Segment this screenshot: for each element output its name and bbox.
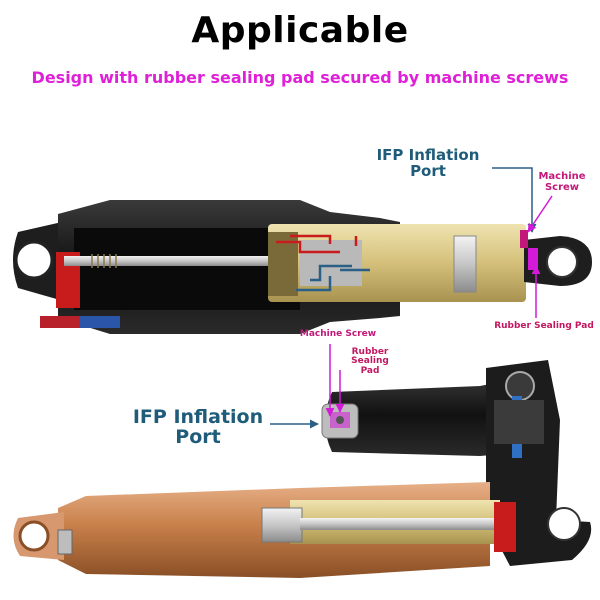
bottom-shock — [13, 360, 592, 578]
ifp-inflation-port-label-bottom: IFP Inflation Port — [128, 406, 268, 448]
top-rubber-pad — [528, 248, 538, 270]
top-shaft-spring — [91, 254, 117, 268]
top-air-chamber — [74, 228, 300, 310]
rubber-pad-bottom-line2: Pad — [360, 365, 380, 376]
bottom-machine-screw — [336, 416, 344, 424]
bottom-valve-block — [494, 400, 544, 444]
page-subtitle: Design with rubber sealing pad secured b… — [31, 68, 569, 87]
top-callouts — [492, 167, 553, 318]
page-title: Applicable — [191, 10, 409, 51]
ifp-bottom-line1: IFP Inflation — [132, 406, 264, 428]
top-left-base-red — [40, 316, 80, 328]
top-machine-screw — [520, 230, 528, 248]
bottom-red-seal — [494, 502, 516, 552]
machine-screw-label-top: Machine Screw — [530, 171, 594, 193]
rubber-sealing-pad-label-top: Rubber Sealing Pad — [494, 321, 594, 331]
top-left-base-blue — [80, 316, 120, 328]
top-left-eyelet — [13, 222, 62, 300]
rubber-sealing-pad-label-bottom: Rubber Sealing Pad — [332, 347, 408, 376]
bottom-callouts — [270, 344, 345, 429]
bottom-shaft — [300, 518, 500, 530]
top-flow-red — [276, 234, 358, 254]
top-right-eyelet — [524, 236, 592, 286]
machine-screw-top-line1: Machine — [538, 171, 586, 182]
top-flow-blue — [296, 264, 370, 292]
bottom-left-eyelet — [13, 512, 65, 560]
ifp-top-line1: IFP Inflation — [376, 146, 480, 164]
machine-screw-top-line2: Screw — [544, 181, 580, 193]
top-ifp-leader — [492, 167, 537, 233]
bottom-adjuster-knob — [505, 371, 535, 401]
machine-screw-label-bottom: Machine Screw — [299, 329, 377, 339]
bottom-left-bolt — [57, 529, 73, 555]
top-ifp-piston — [453, 235, 477, 293]
top-shaft — [64, 256, 324, 266]
ifp-bottom-line2: Port — [175, 425, 221, 448]
top-screw-leader — [527, 195, 553, 233]
ifp-top-line2: Port — [410, 161, 446, 180]
bottom-right-eyelet — [547, 507, 581, 541]
bottom-piston — [261, 507, 303, 543]
ifp-inflation-port-label-top: IFP Inflation Port — [366, 146, 490, 180]
rubber-pad-bottom-line1: Rubber Sealing — [351, 347, 389, 367]
top-shock — [13, 200, 592, 334]
